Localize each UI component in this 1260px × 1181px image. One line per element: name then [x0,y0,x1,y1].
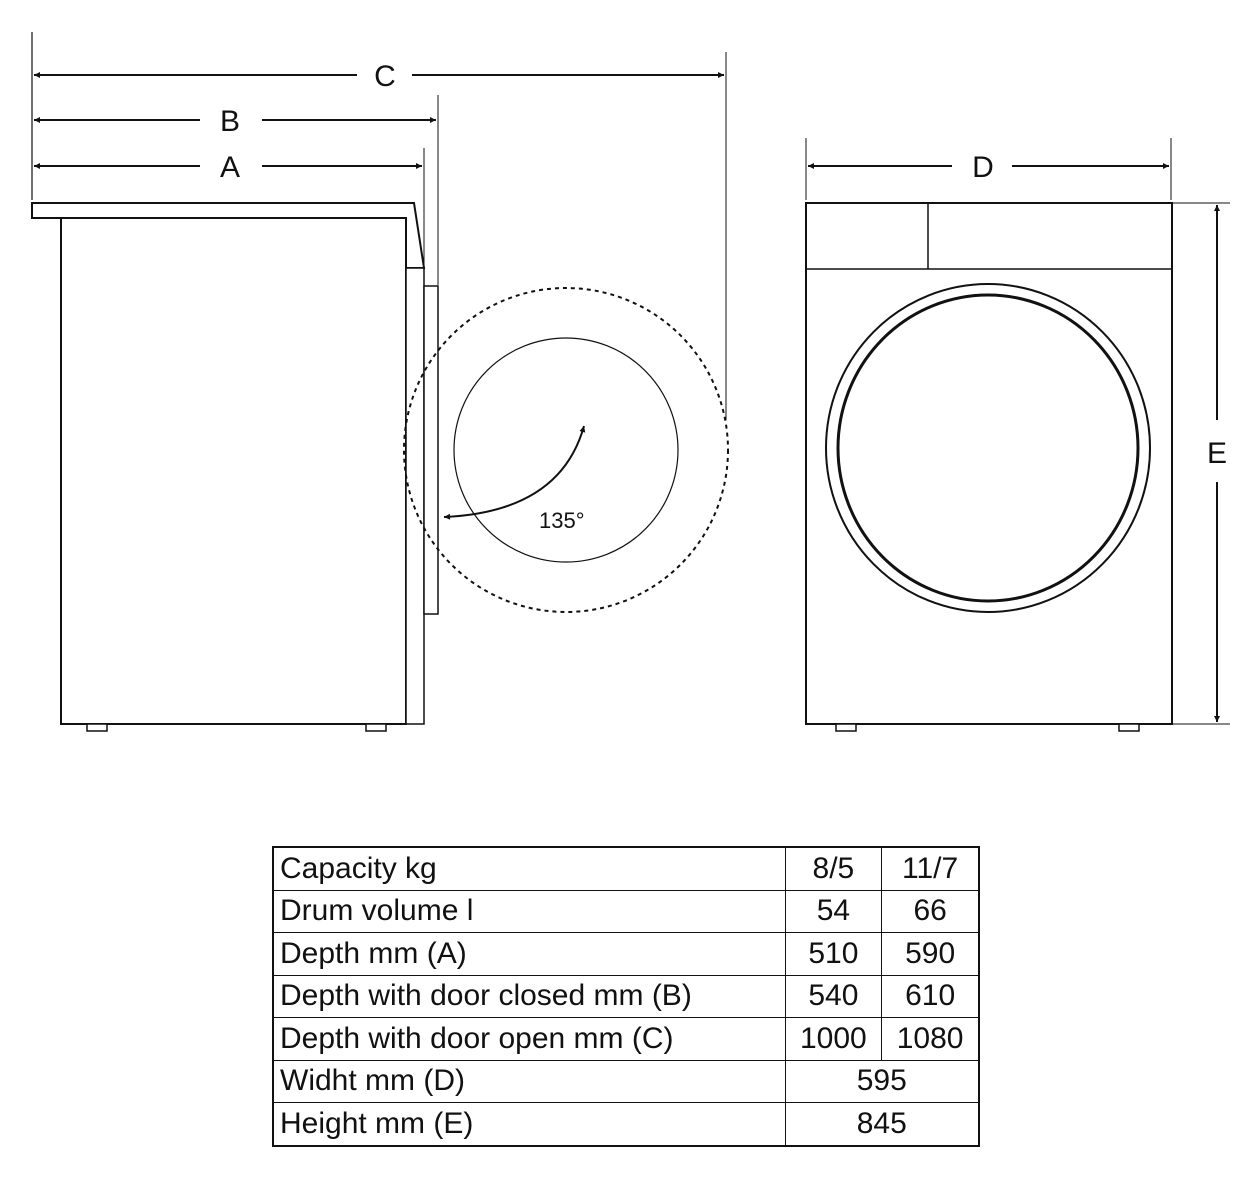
door-angle-label: 135° [539,508,585,533]
value-model-2: 610 [881,974,980,1018]
appliance-body-front [805,202,1173,725]
dimension-c-label: C [374,60,396,93]
table-row: Height mm (E) 845 [272,1102,980,1146]
row-label: Drum volume l [272,889,786,933]
door-porthole-inner [836,293,1140,603]
door-swing-path [403,287,729,613]
side-view: C B A 135° [31,32,729,732]
table-row: Capacity kg 8/5 11/7 [272,846,980,891]
dimension-d-label: D [972,151,994,184]
value-model-1: 1000 [784,1017,883,1061]
foot-left [86,723,108,732]
value-model-1: 510 [784,932,883,976]
front-panel-side [405,267,425,725]
value-model-1: 54 [784,889,883,933]
table-row: Depth mm (A) 510 590 [272,932,980,976]
value-model-2: 590 [881,932,980,976]
table-row: Widht mm (D) 595 [272,1059,980,1103]
value-model-2: 66 [881,889,980,933]
row-label: Depth with door open mm (C) [272,1017,786,1061]
dimension-e-label: E [1207,437,1227,470]
appliance-body-side [60,217,407,725]
value-model-2: 1080 [881,1017,980,1061]
front-view: D E [805,138,1230,732]
row-label: Height mm (E) [272,1102,786,1146]
table-row: Depth with door closed mm (B) 540 610 [272,974,980,1018]
specifications-table: Capacity kg 8/5 11/7 Drum volume l 54 66… [272,846,980,1147]
door-porthole-outer [825,283,1151,613]
front-foot-left [835,723,857,732]
dimension-drawing: C B A 135° D [31,32,1230,732]
value-model-1: 8/5 [784,846,883,891]
row-label: Depth mm (A) [272,932,786,976]
foot-right [365,723,387,732]
value-model-1: 540 [784,974,883,1018]
value-shared: 595 [784,1059,980,1103]
row-label: Capacity kg [272,846,786,891]
dimension-b-label: B [220,105,240,138]
value-model-2: 11/7 [881,846,980,891]
row-label: Widht mm (D) [272,1059,786,1103]
front-foot-right [1118,723,1140,732]
swing-arrow [443,425,586,520]
dimension-a-label: A [220,151,240,184]
table-row: Drum volume l 54 66 [272,889,980,933]
table-row: Depth with door open mm (C) 1000 1080 [272,1017,980,1061]
value-shared: 845 [784,1102,980,1146]
door-closed [423,285,439,615]
row-label: Depth with door closed mm (B) [272,974,786,1018]
